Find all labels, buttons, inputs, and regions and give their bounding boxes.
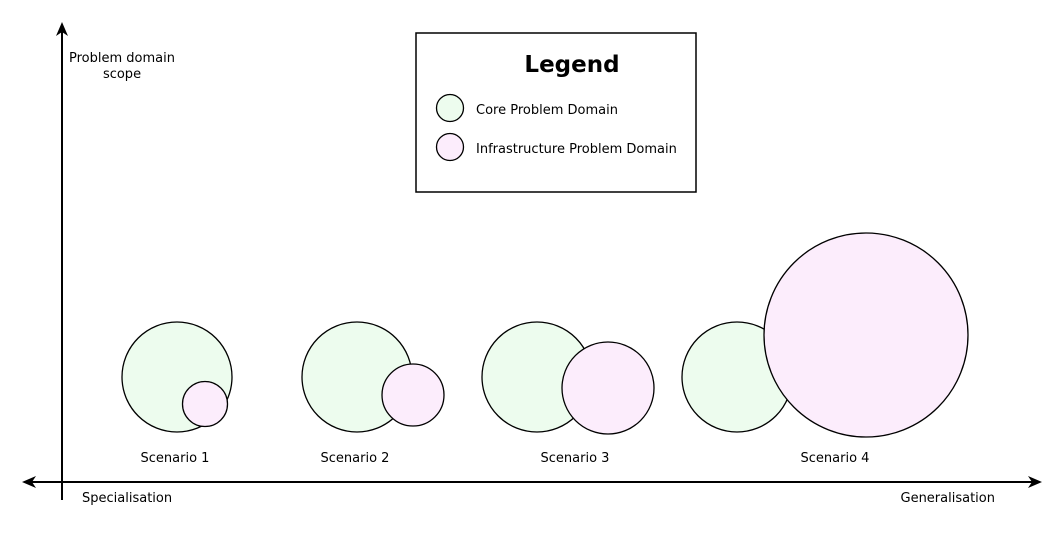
- scenario-1-label: Scenario 1: [141, 451, 210, 466]
- y-axis: [56, 22, 68, 500]
- scenario-2-infrastructure-circle: [381, 363, 445, 427]
- legend-core-label: Core Problem Domain: [476, 103, 618, 118]
- x-axis-right-label: Generalisation: [901, 491, 996, 506]
- scenario-3-infrastructure-circle: [561, 341, 655, 435]
- legend: Legend Core Problem Domain Infrastructur…: [415, 32, 697, 193]
- scenario-4: Scenario 4: [681, 232, 969, 466]
- scenario-3: Scenario 3: [481, 321, 655, 466]
- legend-title: Legend: [524, 52, 619, 78]
- legend-infrastructure-swatch: [435, 132, 465, 162]
- scenario-1-infrastructure-circle: [181, 380, 229, 428]
- legend-infrastructure-label: Infrastructure Problem Domain: [476, 142, 677, 157]
- scenario-2-label: Scenario 2: [321, 451, 390, 466]
- legend-core-swatch: [435, 93, 465, 123]
- scenario-1: Scenario 1: [121, 321, 233, 466]
- x-axis-right-arrowhead: [1028, 476, 1042, 488]
- y-axis-arrowhead: [56, 22, 68, 36]
- x-axis: [22, 476, 1042, 488]
- x-axis-left-arrowhead: [22, 476, 36, 488]
- scenario-2: Scenario 2: [301, 321, 445, 466]
- scenario-4-infrastructure-circle: [763, 232, 969, 438]
- scenario-3-label: Scenario 3: [541, 451, 610, 466]
- x-axis-left-label: Specialisation: [82, 491, 172, 506]
- y-axis-label-line1: Problem domain: [69, 51, 175, 66]
- y-axis-label-line2: scope: [103, 67, 141, 82]
- scenario-4-label: Scenario 4: [801, 451, 870, 466]
